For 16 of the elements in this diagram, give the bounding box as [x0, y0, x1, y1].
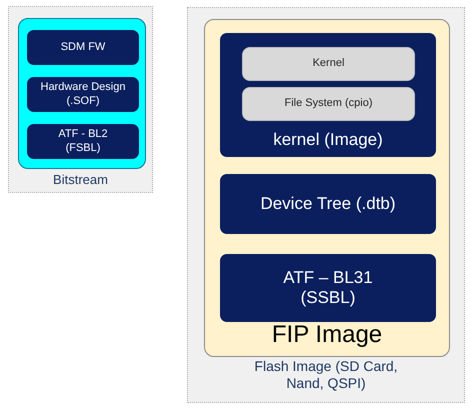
bootloader-block: ATF – BL31 (SSBL) [220, 254, 436, 322]
firmware-block: SDM FW [27, 30, 139, 65]
flash-image-panel [187, 7, 465, 403]
inner-panel [18, 18, 146, 169]
file-system-block: File System (cpio) [242, 87, 415, 121]
panel-heading: Flash Image (SD Card, Nand, QSPI) [253, 358, 399, 392]
device-tree-block: Device Tree (.dtb) [220, 174, 436, 234]
kernel-block: Kernel [242, 47, 415, 81]
design-block: Hardware Design (.SOF) [27, 77, 139, 112]
panel-heading: Bitstream [52, 172, 109, 188]
bitstream-panel [8, 6, 153, 193]
bootloader-block: ATF - BL2 (FSBL) [27, 124, 139, 159]
panel-heading: FIP Image [270, 321, 384, 350]
panel-heading: kernel (Image) [272, 130, 384, 150]
kernel-image-block [220, 33, 436, 157]
fip-image-panel [204, 19, 450, 357]
